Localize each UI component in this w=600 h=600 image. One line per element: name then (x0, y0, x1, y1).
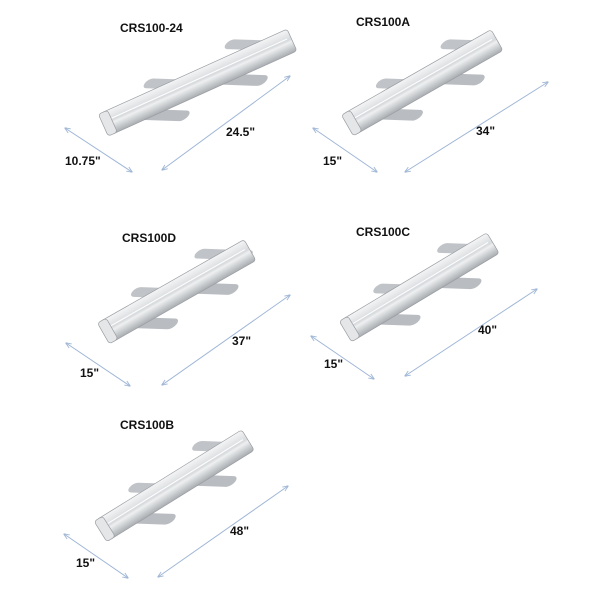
banner-stand (340, 233, 499, 342)
end-cap (98, 318, 118, 344)
length-label: 24.5" (226, 125, 256, 139)
product-4 (64, 430, 288, 578)
product-1 (313, 30, 548, 172)
depth-dimension-arrow (313, 128, 377, 172)
length-dimension-arrow (162, 295, 290, 385)
model-title: CRS100A (356, 15, 411, 29)
bar-groove (351, 38, 493, 120)
model-title: CRS100C (356, 225, 411, 239)
depth-dimension-arrow (65, 128, 132, 172)
depth-label: 15" (80, 366, 100, 380)
banner-stand (98, 29, 297, 136)
depth-dimension-arrow (66, 343, 130, 386)
product-3 (311, 233, 537, 379)
bar-groove (104, 439, 244, 526)
model-title: CRS100D (122, 231, 177, 245)
product-2 (66, 240, 290, 386)
depth-label: 15" (76, 556, 96, 570)
model-title: CRS100-24 (120, 21, 183, 35)
length-dimension-arrow (162, 76, 290, 170)
length-label: 37" (232, 334, 252, 348)
depth-dimension-arrow (64, 534, 128, 578)
length-label: 48" (230, 524, 250, 538)
bar-groove (349, 242, 489, 326)
depth-label: 15" (323, 154, 343, 168)
base-bar (101, 29, 297, 135)
model-title: CRS100B (120, 418, 175, 432)
bar-groove (107, 248, 246, 328)
depth-label: 10.75" (65, 154, 101, 168)
length-label: 34" (476, 124, 496, 138)
product-0 (65, 29, 297, 172)
length-dimension-arrow (158, 486, 288, 577)
length-dimension-arrow (405, 82, 548, 172)
depth-dimension-arrow (311, 336, 374, 379)
length-label: 40" (478, 323, 498, 337)
length-dimension-arrow (405, 289, 537, 376)
depth-label: 15" (324, 357, 344, 371)
